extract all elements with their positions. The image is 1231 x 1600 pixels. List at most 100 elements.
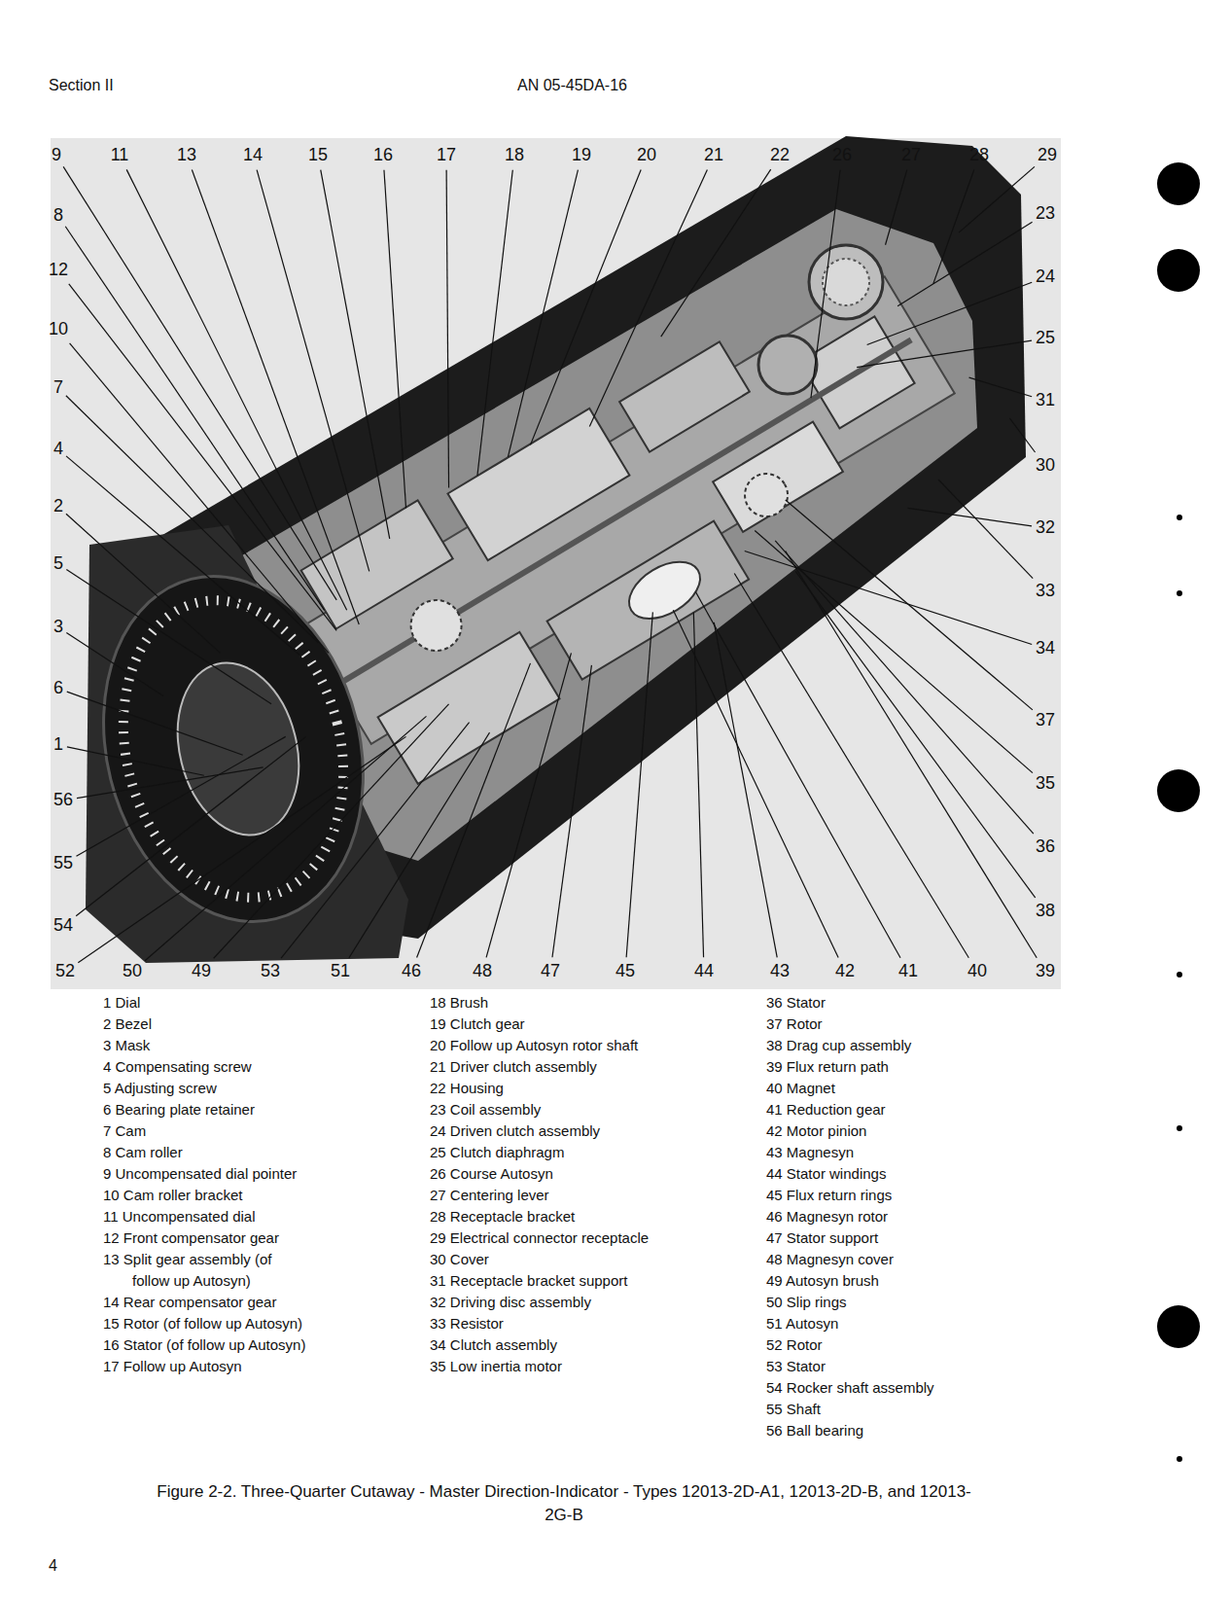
part-list-entry: 8 Cam roller [103,1141,313,1163]
dot [1176,1125,1183,1131]
leader-line [589,169,707,426]
leader-line [958,166,1035,233]
part-list-entry: 20 Follow up Autosyn rotor shaft [429,1034,659,1056]
mechanism [276,234,985,794]
callout-number: 53 [260,960,281,983]
callout-number: 13 [176,144,197,167]
callout-number: 30 [1035,455,1056,477]
part-list-entry: 37 Rotor [766,1013,995,1035]
part-list-entry: 46 Magnesyn rotor [766,1205,995,1228]
uncompensated-dial [160,649,317,848]
part-list-entry: 28 Receptacle bracket [429,1205,659,1228]
callout-number: 21 [703,144,724,167]
leader-line [281,722,469,958]
callout-number: 4 [53,438,64,460]
leader-line [529,170,641,446]
callout-number: 18 [504,144,525,167]
callout-number: 33 [1035,580,1056,602]
leader-line [67,746,205,775]
callout-number: 5 [53,553,64,575]
leader-line [933,170,975,284]
part-list-entry: 3 Mask [103,1034,313,1056]
part-list-entry: 19 Clutch gear [429,1013,659,1035]
part-list-entry: 55 Shaft [766,1398,995,1420]
leader-line [70,343,329,653]
callout-number: 44 [694,960,714,983]
callout-number: 27 [901,144,921,167]
part-list-entry: 42 Motor pinion [766,1120,995,1142]
part-list-entry: 13 Split gear assembly (of follow up Aut… [103,1248,313,1292]
leader-line [213,703,450,958]
callout-number: 26 [832,144,852,167]
leader-line [795,570,1035,898]
part-list-entry: 48 Magnesyn cover [766,1248,995,1270]
punch-hole [1157,1304,1200,1348]
page-header: Section II [48,75,114,95]
leader-line [626,611,653,957]
leader-line [785,499,1033,710]
callout-number: 1 [53,734,64,756]
callout-number: 54 [53,914,73,937]
part-list-entry: 6 Bearing plate retainer [103,1098,313,1121]
part-list-entry: 4 Compensating screw [103,1055,313,1078]
leader-line [75,736,285,856]
leader-line [66,513,221,653]
part-list-entry: 45 Flux return rings [766,1184,995,1206]
callout-number: 38 [1035,900,1056,922]
part-list-entry: 35 Low inertia motor [429,1355,659,1377]
callout-number: 11 [110,144,130,167]
callout-number: 9 [51,144,62,167]
callout-number: 43 [770,960,790,983]
callout-number: 41 [898,960,918,983]
parts-list-column: 36 Stator37 Rotor38 Drag cup assembly39 … [766,991,995,1442]
parts-list-column: 1 Dial2 Bezel3 Mask4 Compensating screw5… [103,991,313,1377]
leader-line [75,736,307,915]
leader-line [69,283,337,631]
leader-line [810,170,841,398]
leader-line [320,170,390,539]
leader-line [713,622,777,957]
page-header: AN 05-45DA-16 [517,75,628,95]
part-list-entry: 14 Rear compensator gear [103,1291,313,1313]
part-list-entry: 49 Autosyn brush [766,1269,995,1292]
part-list-entry: 33 Resistor [429,1312,659,1335]
part-list-entry: 47 Stator support [766,1227,995,1249]
part-list-entry: 22 Housing [429,1077,659,1099]
dot [1176,1455,1183,1462]
part-list-entry: 10 Cam roller bracket [103,1184,313,1206]
leader-line [144,715,426,960]
part-list-entry: 32 Driving disc assembly [429,1291,659,1313]
illustration-ground [50,138,1061,989]
instrument-case [145,136,1026,939]
part-list-entry: 15 Rotor (of follow up Autosyn) [103,1312,313,1335]
leader-line [384,170,407,509]
leader-line [856,340,1032,368]
dot [1176,971,1183,978]
part-list-entry: 56 Ball bearing [766,1419,995,1442]
part-list-entry: 1 Dial [103,991,313,1014]
callout-number: 50 [122,960,142,983]
leader-line [695,591,901,957]
callout-number: 37 [1035,709,1056,732]
callout-number: 7 [53,377,64,399]
part-list-entry: 25 Clutch diaphragm [429,1141,659,1163]
part-list-entry: 39 Flux return path [766,1055,995,1078]
callout-number: 12 [48,259,69,282]
leader-line [349,732,491,958]
leader-line [885,170,908,246]
punch-hole [1157,162,1200,206]
callout-number: 19 [571,144,592,167]
callout-number: 47 [540,960,561,983]
leader-line [66,456,300,656]
part-list-entry: 23 Coil assembly [429,1098,659,1121]
callout-number: 17 [436,144,457,167]
leader-line [734,573,969,958]
callout-number: 55 [53,852,73,875]
part-list-entry: 5 Adjusting screw [103,1077,313,1099]
part-list-entry: 26 Course Autosyn [429,1162,659,1185]
part-list-entry: 40 Magnet [766,1077,995,1099]
part-list-entry: 21 Driver clutch assembly [429,1055,659,1078]
callout-number: 2 [53,495,64,518]
punch-hole [1157,769,1200,812]
punch-hole [1157,248,1200,292]
